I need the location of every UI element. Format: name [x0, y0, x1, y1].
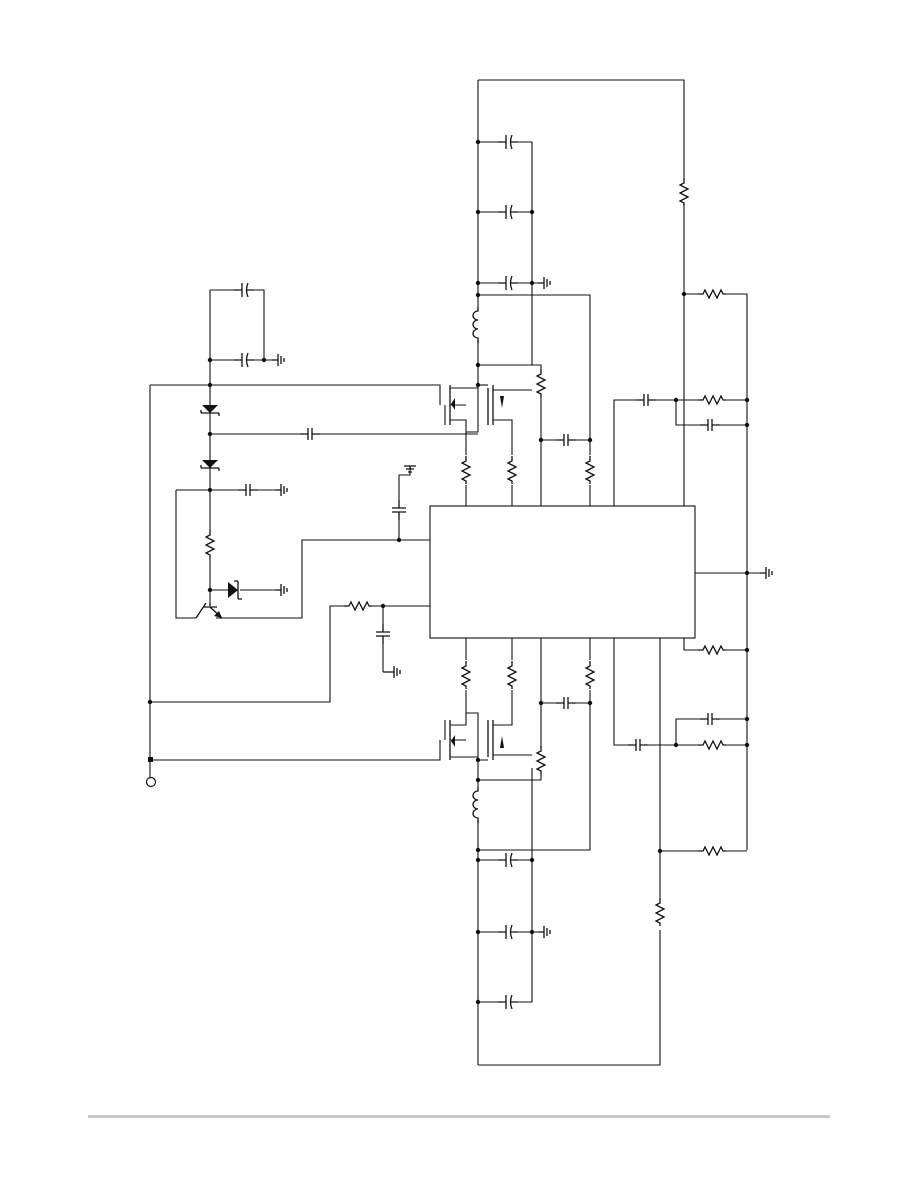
footer-rule — [88, 1115, 830, 1118]
capacitor — [391, 499, 407, 521]
capacitor — [375, 623, 391, 645]
capacitor — [497, 134, 519, 150]
capacitor — [497, 994, 519, 1010]
resistor — [697, 740, 727, 750]
resistor — [536, 368, 546, 398]
resistor — [697, 395, 727, 405]
diode-1 — [200, 405, 220, 416]
capacitor — [699, 712, 721, 726]
resistor — [507, 455, 517, 485]
mosfet-top-2 — [466, 384, 532, 455]
mosfet-top-1 — [150, 384, 478, 455]
resistor — [585, 660, 595, 690]
resistor — [585, 455, 595, 485]
ground-symbol — [537, 276, 551, 290]
capacitor — [497, 924, 519, 940]
resistor — [536, 745, 546, 775]
capacitor — [233, 282, 255, 298]
bot-gate-wires — [465, 638, 513, 660]
ground-symbol — [404, 465, 416, 473]
capacitor — [299, 427, 321, 441]
capacitor — [635, 393, 657, 407]
resistor — [461, 455, 471, 485]
resistor — [205, 529, 215, 559]
resistor — [343, 601, 373, 611]
ic-block — [429, 505, 696, 639]
zener-diode — [228, 580, 242, 600]
resistor — [507, 660, 517, 690]
ground-symbol — [271, 353, 285, 367]
resistor — [697, 645, 727, 655]
capacitor — [497, 275, 519, 291]
capacitor — [497, 852, 519, 868]
inductor-bottom — [472, 786, 479, 824]
capacitor — [237, 483, 259, 497]
resistor — [679, 177, 689, 207]
left-wires — [149, 289, 478, 782]
ground-symbol — [383, 666, 401, 678]
capacitor — [497, 204, 519, 220]
ground-symbol — [274, 483, 288, 497]
capacitor — [233, 352, 255, 368]
resistor — [697, 289, 727, 299]
ground-symbol — [537, 925, 551, 939]
capacitor — [555, 696, 577, 710]
capacitor — [627, 738, 649, 752]
mosfet-bot-1 — [150, 690, 478, 761]
diode-2 — [200, 460, 220, 471]
bottom-wires — [477, 638, 747, 1066]
input-terminal — [145, 757, 157, 788]
resistor — [655, 897, 665, 927]
inductor-top — [472, 306, 479, 344]
junction-dots — [147, 139, 750, 1005]
resistor — [697, 846, 727, 856]
top-wires — [477, 79, 760, 850]
ground-symbol — [759, 566, 773, 580]
ground-symbol — [274, 583, 288, 597]
mosfet-bot-2 — [466, 690, 532, 761]
top-gate-wires — [465, 485, 513, 506]
capacitor — [555, 433, 577, 447]
capacitor — [699, 418, 721, 432]
bjt-transistor — [195, 602, 223, 619]
resistor — [461, 660, 471, 690]
